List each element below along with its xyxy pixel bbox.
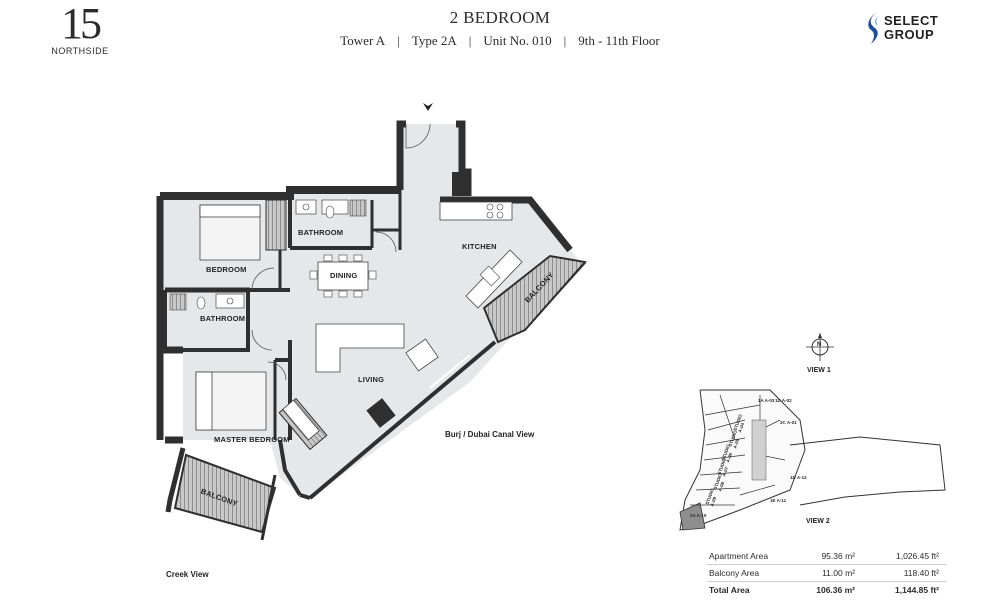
creek-view-label: Creek View — [166, 570, 209, 579]
page-title: 2 BEDROOM — [449, 8, 551, 27]
balcony-left-floor — [173, 453, 277, 534]
room-label-living: LIVING — [358, 375, 385, 384]
area-sqm: 11.00 m² — [822, 568, 855, 578]
area-sqft: 1,144.85 ft² — [895, 585, 939, 595]
unit-number-label: Unit No. 010 — [483, 33, 552, 48]
brand-line2: GROUP — [884, 27, 935, 42]
area-sqft: 118.40 ft² — [903, 568, 939, 578]
room-label-bathroom-left: BATHROOM — [200, 314, 246, 323]
area-sqm: 95.36 m² — [821, 551, 855, 561]
room-label-master-bedroom: MASTER BEDROOM — [214, 435, 290, 444]
room-label-bathroom-top: BATHROOM — [298, 228, 344, 237]
area-sqft: 1,026.45 ft² — [895, 551, 939, 561]
keyplan-unit-label: 2C A-01 — [780, 420, 797, 425]
view1-label: VIEW 1 — [807, 367, 831, 374]
northside-logo: 15 NORTHSIDE — [40, 0, 120, 57]
keyplan-unit-label: 1A A-03 — [758, 398, 775, 403]
keyplan-unit-label: 2A A-10 — [690, 513, 707, 518]
area-label: Apartment Area — [709, 551, 769, 561]
room-label-dining: DINING — [328, 271, 360, 280]
outer-wall — [396, 120, 406, 190]
select-swirl-icon — [868, 12, 879, 44]
type-label: Type 2A — [411, 33, 457, 48]
keyplan-unit-label: 1E A-11 — [770, 498, 787, 503]
balcony-right-floor — [482, 254, 587, 344]
room-label-kitchen: KITCHEN — [462, 242, 497, 251]
keyplan-unit-label: 1D A-02 — [775, 398, 792, 403]
area-sqm: 106.36 m² — [816, 585, 855, 595]
tower-label: Tower A — [340, 33, 386, 48]
select-group-logo: SELECT GROUP — [866, 10, 966, 46]
logo-number: 15 — [61, 0, 102, 48]
floor-label: 9th - 11th Floor — [578, 33, 660, 48]
view2-label: VIEW 2 — [806, 518, 830, 525]
logo-text: NORTHSIDE — [51, 46, 109, 56]
table-row: Apartment Area 95.36 m² 1,026.45 ft² — [707, 548, 947, 565]
compass-n-label: N — [817, 342, 822, 348]
area-label: Balcony Area — [709, 568, 760, 578]
keyplan-unit-label: 1D A-12 — [790, 475, 807, 480]
unit-details: Tower A|Type 2A|Unit No. 010|9th - 11th … — [340, 33, 660, 48]
entrance-arrow-icon — [423, 103, 433, 111]
room-label-bedroom: BEDROOM — [206, 265, 247, 274]
burj-view-label: Burj / Dubai Canal View — [445, 430, 535, 439]
compass-icon — [806, 333, 834, 361]
area-label: Total Area — [709, 585, 750, 595]
table-row: Balcony Area 11.00 m² 118.40 ft² — [707, 565, 947, 582]
area-table: Apartment Area 95.36 m² 1,026.45 ft² Bal… — [707, 548, 947, 598]
table-row-total: Total Area 106.36 m² 1,144.85 ft² — [707, 582, 947, 598]
brand-line1: SELECT — [884, 13, 939, 28]
